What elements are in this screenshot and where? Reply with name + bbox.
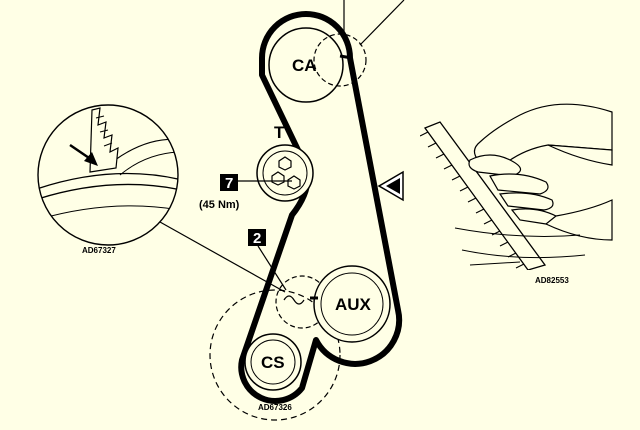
timing-mark-ref-box [248, 229, 266, 246]
timing-mark-squiggle [283, 295, 305, 305]
belt-leader-line [359, 0, 405, 46]
arrow-head-icon [84, 152, 98, 166]
camshaft-mark-zone [313, 33, 367, 87]
tensioner-ref-number: 7 [225, 175, 233, 192]
right-detail-view: AD82553 [420, 103, 613, 285]
timing-mark-ref-number: 2 [253, 230, 261, 247]
auxiliary-pulley [313, 265, 391, 343]
left-detail-view: AD67327 [37, 104, 286, 293]
belt-segment [423, 121, 547, 270]
torque-value: (45 Nm) [199, 199, 240, 211]
crankshaft-label: CS [261, 353, 285, 372]
crankshaft-pulley [244, 333, 302, 391]
timing-mark-leader [257, 245, 287, 291]
tensioner-ref-box [220, 174, 238, 191]
belt-teeth [89, 107, 119, 173]
camshaft-timing-mark [339, 54, 353, 60]
figure-code-main: AD67326 [258, 403, 292, 412]
detail-connector-line [159, 221, 286, 293]
hand-illustration [468, 103, 613, 241]
left-detail-circle [37, 104, 179, 246]
belt-teeth-right [420, 131, 525, 269]
figure-code-left: AD67327 [82, 246, 116, 255]
tensioner-pulley [256, 144, 314, 202]
figure-code-right: AD82553 [535, 276, 569, 285]
hexagon-icon [271, 156, 301, 190]
timing-belt [238, 11, 403, 404]
crankshaft-dashed-zone [209, 289, 341, 421]
main-belt-diagram: CA T 7 (45 Nm) 2 AUX CS [199, 0, 405, 421]
auxiliary-label: AUX [335, 295, 372, 314]
tensioner-label: T [274, 123, 285, 142]
camshaft-label: CA [292, 56, 317, 75]
camshaft-pulley [268, 27, 344, 103]
